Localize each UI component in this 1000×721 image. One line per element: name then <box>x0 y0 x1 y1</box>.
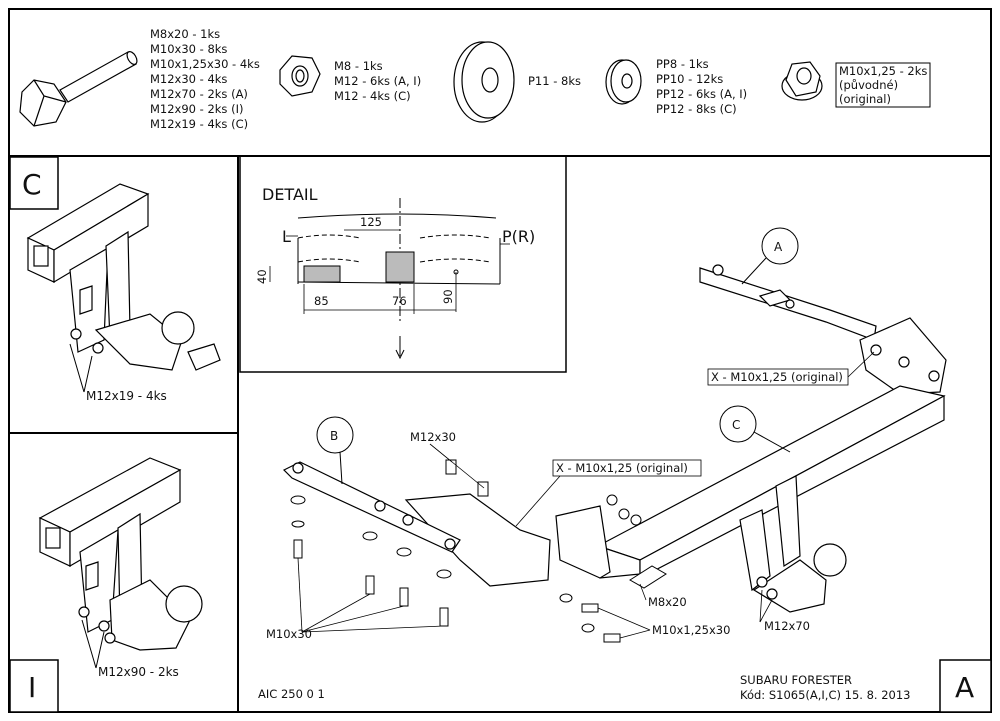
hex-nut-icon <box>279 55 321 97</box>
panel-c-bolt-callout: M12x19 - 4ks <box>86 389 167 403</box>
detail-left-mark: L <box>282 227 291 246</box>
dim-85: 85 <box>314 294 329 308</box>
detail-right-mark: P(R) <box>502 227 535 246</box>
detail-dimensions <box>269 229 510 314</box>
panel-c-leader-lines <box>69 343 93 393</box>
panel-i-letter: I <box>28 671 36 704</box>
detachable-towbar-c-drawing <box>26 183 221 371</box>
large-washer-icon <box>453 41 515 123</box>
x-original-mid-label: X - M10x1,25 (original) <box>556 461 688 475</box>
dim-40: 40 <box>255 269 269 284</box>
washer-list: PP8 - 1ks PP10 - 12ks PP12 - 6ks (A, I) … <box>656 57 751 116</box>
drawing-code-date: Kód: S1065(A,I,C) 15. 8. 2013 <box>740 688 910 702</box>
panel-i-letter-box <box>9 659 59 713</box>
small-washer-icon <box>605 59 642 105</box>
detail-frame <box>239 156 567 373</box>
detail-title: DETAIL <box>262 185 318 204</box>
callout-c: C <box>719 405 791 453</box>
bracket-a-drawing <box>699 264 947 395</box>
flange-nut-list: M10x1,25 - 2ks (původné) (original) <box>839 64 931 106</box>
main-crossbar-drawing <box>596 385 946 579</box>
original-nut-frame <box>835 62 931 108</box>
x-original-top-label: X - M10x1,25 (original) <box>711 370 843 384</box>
drawing-number: AIC 250 0 1 <box>258 687 325 701</box>
m10x1-25x30-label: M10x1,25x30 <box>652 623 730 637</box>
bracket-b-drawing <box>282 461 461 553</box>
center-hatched-section <box>385 251 415 283</box>
m8x20-label: M8x20 <box>648 595 687 609</box>
fastener-leader-lines <box>297 443 773 639</box>
vehicle-name: SUBARU FORESTER <box>740 673 852 687</box>
flange-nut-icon <box>781 61 823 101</box>
x-original-top-leader <box>847 351 875 378</box>
svg-text:A: A <box>774 240 783 254</box>
panel-c-letter-box <box>9 156 59 210</box>
variant-letter: A <box>955 671 974 704</box>
x-original-mid-frame <box>552 459 702 477</box>
callout-a: A <box>741 227 799 285</box>
fasteners-drawing <box>290 459 667 643</box>
m10x30-label: M10x30 <box>266 627 312 641</box>
dim-125: 125 <box>360 215 382 229</box>
outer-frame <box>8 8 992 713</box>
side-bracket-left-drawing <box>404 493 611 587</box>
m12x30-label: M12x30 <box>410 430 456 444</box>
bolt-list: M8x20 - 1ks M10x30 - 8ks M10x1,25x30 - 4… <box>150 27 264 131</box>
fixed-towbar-i-drawing <box>38 457 203 651</box>
towball-a-drawing <box>739 475 847 613</box>
svg-text:C: C <box>732 418 740 432</box>
panel-c-letter: C <box>22 168 42 201</box>
left-hatched-section <box>303 265 341 283</box>
svg-text:B: B <box>330 429 338 443</box>
hex-bolt-icon <box>19 51 138 127</box>
large-washer-label: P11 - 8ks <box>528 74 581 88</box>
x-original-mid-leader <box>515 475 561 527</box>
callout-b: B <box>316 416 354 485</box>
panel-i-leader-lines <box>81 619 105 669</box>
m12x70-label: M12x70 <box>764 619 810 633</box>
dim-90: 90 <box>441 289 455 304</box>
variant-letter-box <box>939 659 992 713</box>
dim-76: 76 <box>392 294 407 308</box>
nut-list: M8 - 1ks M12 - 6ks (A, I) M12 - 4ks (C) <box>334 59 425 103</box>
panel-i-bolt-callout: M12x90 - 2ks <box>98 665 179 679</box>
